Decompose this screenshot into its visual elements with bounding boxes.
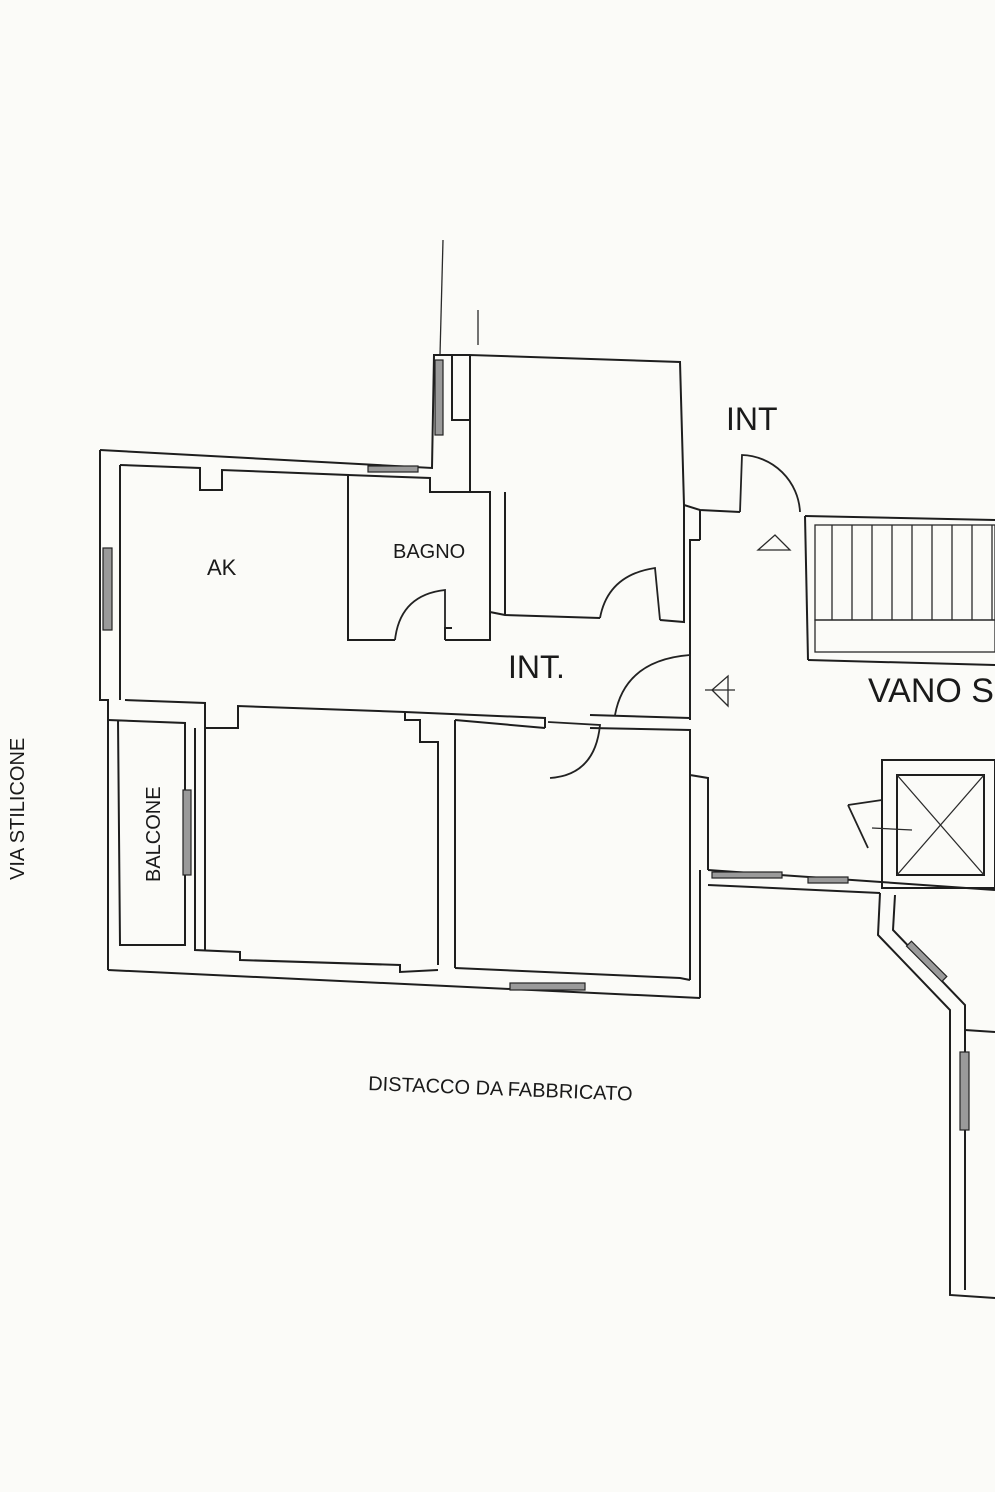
- label-bagno: BAGNO: [393, 541, 465, 563]
- windows: [102, 359, 970, 1131]
- label-int-mid: INT.: [508, 649, 565, 685]
- label-vano: VANO S: [868, 672, 994, 710]
- boundary-lines: [439, 239, 479, 356]
- label-int-top: INT: [726, 401, 778, 437]
- inner-walls: [107, 699, 995, 1299]
- label-via: VIA STILICONE: [7, 738, 29, 880]
- stairs: [814, 524, 995, 653]
- doors: [394, 454, 801, 779]
- label-balcone: BALCONE: [143, 786, 165, 882]
- label-distacco: DISTACCO DA FABBRICATO: [368, 1073, 633, 1106]
- label-ak: AK: [207, 555, 237, 580]
